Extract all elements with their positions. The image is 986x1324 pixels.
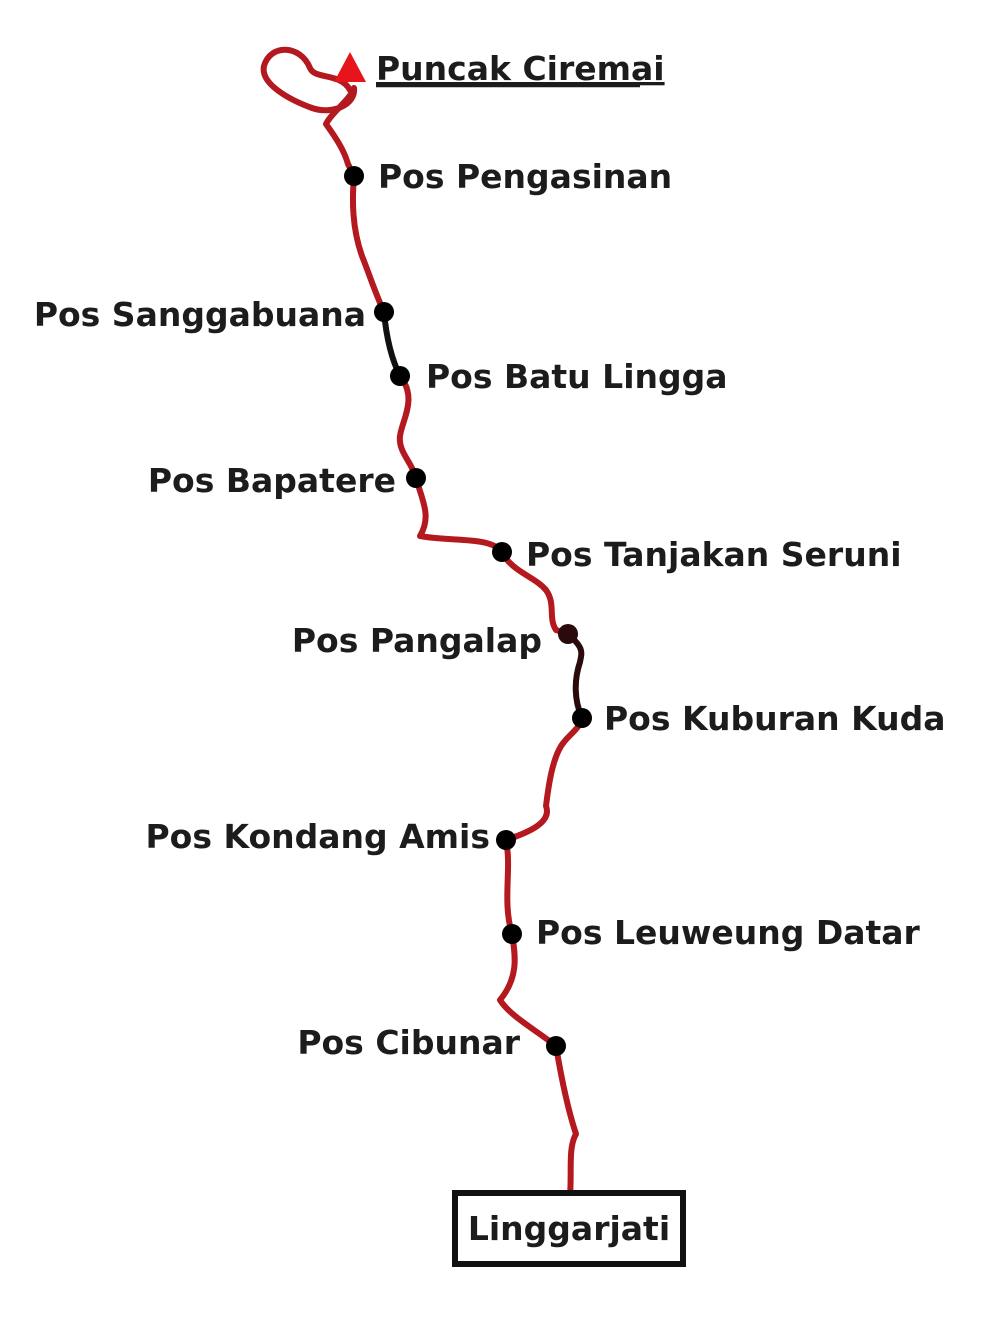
trail-segment — [503, 715, 585, 843]
post-dot-kuburan-kuda — [572, 708, 592, 728]
post-dot-kondang-amis — [496, 830, 516, 850]
trail-segment — [396, 373, 419, 481]
post-label-bapatere: Pos Bapatere — [148, 461, 396, 500]
post-dot-batu-lingga — [390, 366, 410, 386]
trail-segment — [553, 1043, 579, 1199]
summit-loop — [260, 46, 358, 179]
trail-segment — [503, 837, 515, 937]
post-dot-sanggabuana — [374, 302, 394, 322]
trail-segment — [499, 549, 571, 637]
post-dot-leuweung-datar — [502, 924, 522, 944]
trail-segment-dark — [565, 631, 585, 721]
trailhead-label: Linggarjati — [468, 1209, 670, 1248]
trail-segment — [349, 173, 387, 315]
post-dot-tanjakan-seruni — [492, 542, 512, 562]
post-dot-pengasinan — [344, 166, 364, 186]
post-label-kuburan-kuda: Pos Kuburan Kuda — [604, 699, 946, 738]
post-label-batu-lingga: Pos Batu Lingga — [426, 357, 728, 396]
post-label-pangalap: Pos Pangalap — [292, 621, 542, 660]
trail-segment — [413, 475, 505, 555]
post-label-cibunar: Pos Cibunar — [297, 1023, 520, 1062]
trail-segment — [497, 931, 559, 1049]
summit-label: Puncak Ciremai — [376, 49, 665, 88]
post-dot-cibunar — [546, 1036, 566, 1056]
trailhead-box — [452, 1190, 686, 1267]
post-label-kondang-amis: Pos Kondang Amis — [145, 817, 490, 856]
post-label-pengasinan: Pos Pengasinan — [378, 157, 672, 196]
post-dot-pangalap — [558, 624, 578, 644]
post-label-leuweung-datar: Pos Leuweung Datar — [536, 913, 921, 952]
post-label-tanjakan-seruni: Pos Tanjakan Seruni — [526, 535, 902, 574]
summit-triangle-icon — [334, 52, 366, 82]
post-dot-bapatere — [406, 468, 426, 488]
post-label-sanggabuana: Pos Sanggabuana — [34, 295, 366, 334]
